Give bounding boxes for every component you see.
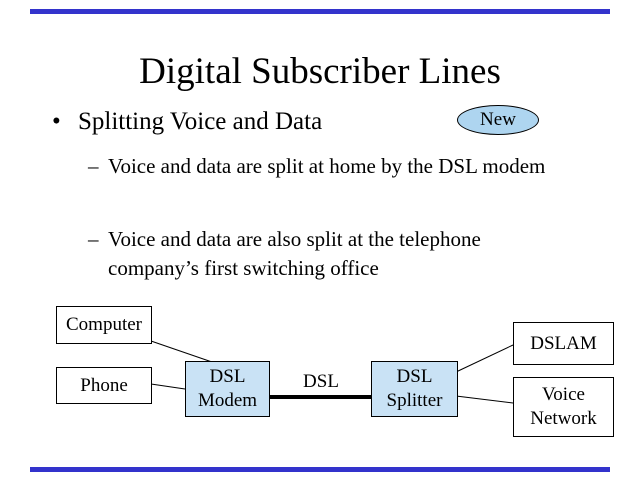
node-voice-network: Voice Network [513,377,614,437]
node-dsl-modem: DSL Modem [185,361,270,417]
node-computer: Computer [56,306,152,344]
node-dslam-label: DSLAM [530,332,597,354]
dash-marker: – [88,227,99,251]
connector-splitter-to-voice-network [455,395,514,404]
node-dsl-splitter-label: DSL Splitter [386,366,443,411]
slide-title: Digital Subscriber Lines [139,51,501,92]
connector-splitter-to-dslam [455,344,514,373]
sub-bullet-text: Voice and data are also split at the tel… [108,227,481,280]
dash-marker: – [88,154,99,178]
sub-bullet-item: – Voice and data are split at home by th… [88,152,558,181]
node-voice-network-label: Voice Network [530,384,597,429]
bullet-marker: • [52,108,61,135]
connector-phone-to-modem [150,383,186,390]
bottom-border-bar [30,467,610,472]
sub-bullet-item: – Voice and data are also split at the t… [88,225,558,283]
node-dslam: DSLAM [513,322,614,365]
top-border-bar [30,9,610,14]
sub-bullet-text: Voice and data are split at home by the … [108,154,546,178]
dsl-link-label: DSL [303,371,339,392]
new-badge-label: New [480,109,516,130]
new-badge: New [457,105,539,135]
bullet-item: • Splitting Voice and Data [52,108,452,136]
node-dsl-splitter: DSL Splitter [371,361,458,417]
bullet-text: Splitting Voice and Data [78,108,323,135]
node-computer-label: Computer [66,314,142,336]
node-phone: Phone [56,367,152,404]
node-dsl-modem-label: DSL Modem [197,366,258,411]
node-phone-label: Phone [80,374,128,396]
connector-computer-to-modem [150,340,213,363]
